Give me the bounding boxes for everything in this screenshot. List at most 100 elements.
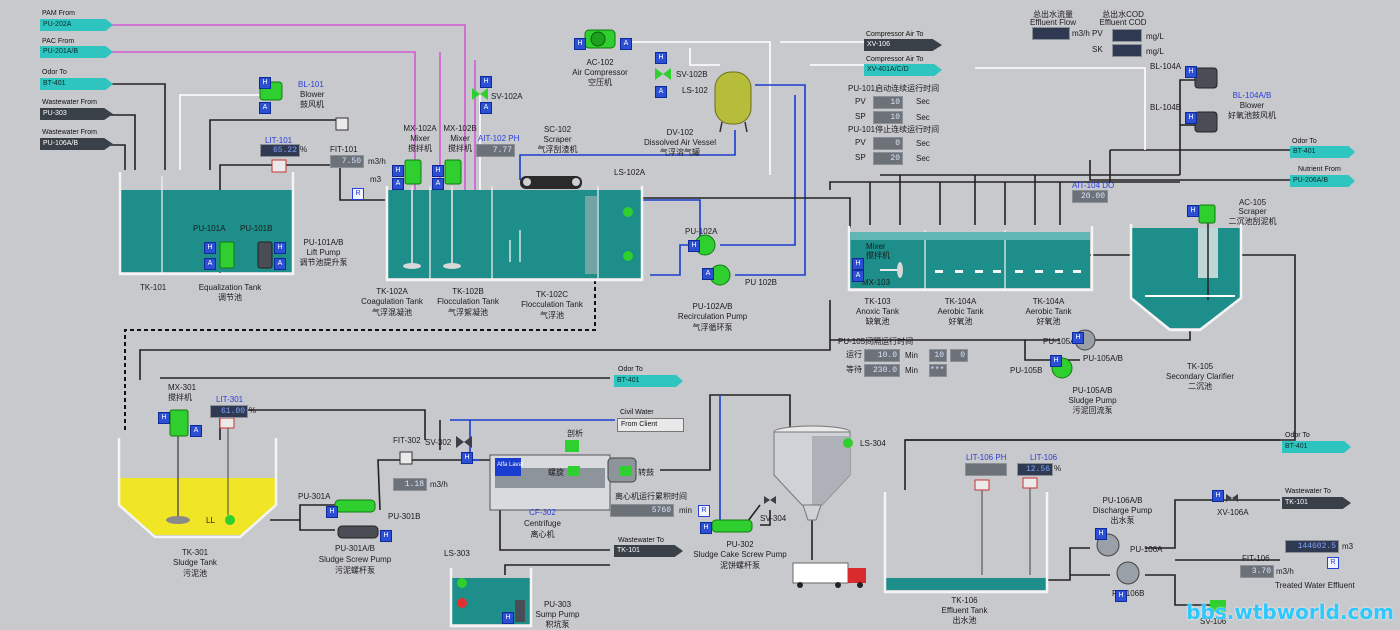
tk-103-104-bio-tank[interactable] [847,226,1094,292]
sv-102b-hand-button[interactable]: H [655,52,667,64]
cf-302-name: Centrifuge [524,519,561,528]
tk-106-cn: 出水池 [952,616,977,625]
sv-302-hand-button[interactable]: H [461,452,473,464]
tag-nutrient[interactable]: PU-206A/B [1290,175,1355,187]
pu-106a-hand-button[interactable]: H [1095,528,1107,540]
tag-pam[interactable]: PU-202A [40,19,113,31]
tag-ww1[interactable]: PU-303 [40,108,113,120]
lit-301-head [219,417,235,429]
tag-comp1[interactable]: XV-106 [864,39,942,51]
pu-106ab-cn: 出水泵 [1110,516,1135,525]
pu-106b-hand-button[interactable]: H [1115,590,1127,602]
pu-105a-hand-button[interactable]: H [1072,332,1084,344]
pipe-tk102-tk103 [640,197,851,228]
mx-102b-auto-button[interactable]: A [432,178,444,190]
pu101-run-sp[interactable]: 10 [873,111,903,124]
pu-105b-hand-button[interactable]: H [1050,355,1062,367]
bl-104ab-name: Blower [1239,101,1265,110]
mx-103-auto-button[interactable]: A [852,270,864,282]
sludge-hopper[interactable] [773,425,853,521]
tag-civil[interactable]: From Client [617,418,684,432]
lit-106-head [1022,477,1038,489]
tag-ww-out[interactable]: TK-101 [1282,497,1351,509]
sc-102-cn: 气浮刮渣机 [537,145,578,154]
bl-101-hand-button[interactable]: H [259,77,271,89]
pu-101a-auto-button[interactable]: A [204,258,216,270]
tag-odor[interactable]: BT-401 [40,78,113,90]
mx-102a-auto-button[interactable]: A [392,178,404,190]
ls-304-indicator [843,438,853,448]
mx-102a-name: Mixer [410,134,430,143]
pu-102b-auto-button[interactable]: A [702,268,714,280]
ac-102-name: Air Compressor [572,68,628,77]
tag-ww2[interactable]: PU-106A/B [40,138,113,150]
lit-106-value: 12.56 [1017,463,1053,476]
pu-303-hand-button[interactable]: H [502,612,514,624]
mx-301-auto-button[interactable]: A [190,425,202,437]
tk-102c-name: Flocculation Tank [521,300,583,309]
tag-odor-mid[interactable]: BT-401 [614,375,683,387]
mx-102b-name: Mixer [450,134,470,143]
sv-102a-hand-button[interactable]: H [480,76,492,88]
pu-302-name: Sludge Cake Screw Pump [693,550,787,559]
tag-odor-r[interactable]: BT-401 [1290,146,1355,158]
pu105-wait-value[interactable]: 230.0 [864,364,900,377]
ait-102-value: 7.77 [476,144,515,157]
tk-106-effluent-tank[interactable] [883,478,1049,594]
bl-101-name: Blower [300,90,325,99]
tk-105-clarifier[interactable] [1129,222,1243,332]
mx-102a-motor [404,159,422,185]
tag-pac[interactable]: PU-201A/B [40,46,113,58]
mx-102b-hand-button[interactable]: H [432,165,444,177]
dv-102-vessel[interactable] [714,71,752,133]
tk-101-reset-button[interactable]: R [352,188,364,200]
tag-comp2[interactable]: XV-401A/C/D [864,64,942,76]
sv-102b-auto-button[interactable]: A [655,86,667,98]
bl-104b-hand-button[interactable]: H [1185,112,1197,124]
ait-102-tag: AIT-102 PH [478,134,520,143]
cf-302-green-b [568,466,580,476]
tk-301-sludge-tank[interactable] [117,425,278,539]
sv-102a-auto-button[interactable]: A [480,102,492,114]
pu-105b-tag: PU-105B [1010,366,1043,375]
effluent-reset-button[interactable]: R [1327,557,1339,569]
pu105-r3: *** [929,364,947,377]
tag-odor-tk106[interactable]: BT-401 [1282,441,1351,453]
mx-301-hand-button[interactable]: H [158,412,170,424]
pu-301a-hand-button[interactable]: H [326,506,338,518]
sv-302-tag: SV-302 [425,438,452,447]
pu-101b-auto-button[interactable]: A [274,258,286,270]
ac-102-compressor[interactable] [584,29,616,49]
cf-reset-button[interactable]: R [698,505,710,517]
pu-106b-tag: PU-106B [1112,589,1145,598]
pipe-pu106-out [1145,499,1280,549]
ac-102-auto-button[interactable]: A [620,38,632,50]
pu105-run-label: 运行 [846,350,862,359]
tk-102-tanks[interactable] [385,176,644,282]
tk-102a-tag: TK-102A [376,287,408,296]
pu-106b-body [1116,561,1140,585]
pu105-run-value[interactable]: 10.0 [864,349,900,362]
bl-101-auto-button[interactable]: A [259,102,271,114]
pu-303-tag: PU-303 [543,600,572,609]
pu-102a-hand-button[interactable]: H [688,240,700,252]
sv-304-valve [764,496,770,504]
mx-103-hand-button[interactable]: H [852,258,864,270]
pu-302-hand-button[interactable]: H [700,522,712,534]
ac-105-hand-button[interactable]: H [1187,205,1199,217]
pu-101a-hand-button[interactable]: H [204,242,216,254]
mx-102a-hand-button[interactable]: H [392,165,404,177]
xv-106a-hand-button[interactable]: H [1212,490,1224,502]
dv-102-cn: 气浮溶气罐 [660,148,700,157]
pu101-run-pv[interactable]: 10 [873,96,903,109]
pu-301b-hand-button[interactable]: H [380,530,392,542]
tag-ww-tk101[interactable]: TK-101 [614,545,683,557]
bl-104a-hand-button[interactable]: H [1185,66,1197,78]
pu101-stop-pv[interactable]: 0 [873,137,903,150]
ac-102-hand-button[interactable]: H [574,38,586,50]
effluent-flow-value [1032,27,1070,40]
pu-101b-hand-button[interactable]: H [274,242,286,254]
cf-302-centrifuge[interactable] [489,440,637,511]
pu101-stop-sp-label: SP [855,153,866,162]
pu101-stop-sp[interactable]: 20 [873,152,903,165]
